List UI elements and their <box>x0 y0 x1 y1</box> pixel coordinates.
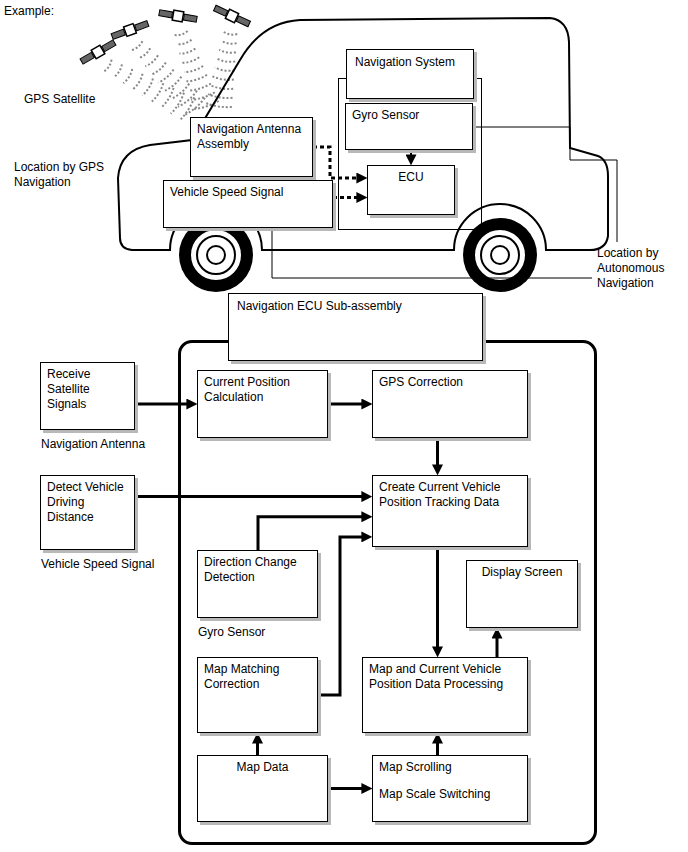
box-text: Detect Vehicle Driving Distance <box>47 480 128 525</box>
signal-wave <box>179 48 195 53</box>
flow-arrow <box>410 150 412 161</box>
process-box: Map Data <box>197 755 328 822</box>
signal-wave <box>222 41 237 44</box>
process-box: Map ScrollingMap Scale Switching <box>372 755 528 822</box>
signal-wave <box>224 32 237 35</box>
system-boundary: Navigation SystemGyro SensorECU <box>338 78 482 230</box>
box-text: ECU <box>374 170 448 185</box>
flow-arrow <box>328 787 368 790</box>
signal-wave <box>182 57 200 63</box>
signal-wave <box>184 66 203 72</box>
box-text: Gyro Sensor <box>352 108 466 123</box>
process-box: Display Screen <box>466 560 578 628</box>
box-text: Current Position Calculation <box>204 375 321 405</box>
signal-wave <box>172 84 190 99</box>
satellite-symbol <box>110 19 149 41</box>
signal-wave <box>132 41 142 50</box>
box-caption: Navigation Antenna <box>41 437 145 452</box>
signal-wave <box>186 75 207 82</box>
signal-wave <box>139 48 151 58</box>
box-text: Receive Satellite Signals <box>47 367 128 412</box>
satellite-symbol <box>158 8 197 24</box>
leader-line <box>473 127 617 242</box>
heading-text: Navigation ECU Sub-assembly <box>237 299 402 313</box>
signal-wave <box>114 64 122 77</box>
signal-wave <box>104 60 111 72</box>
flow-arrow <box>258 517 368 550</box>
box-text: Create Current Vehicle Position Tracking… <box>379 480 521 510</box>
process-box: Receive Satellite SignalsNavigation Ante… <box>40 362 135 430</box>
signal-wave <box>165 77 181 91</box>
flow-arrow <box>135 403 193 406</box>
annotation-label: Location by Autonomous Navigation <box>597 246 681 291</box>
box-text: Map Scale Switching <box>379 787 521 802</box>
flow-arrow <box>496 632 499 657</box>
process-box: Navigation Antenna Assembly <box>190 117 313 177</box>
signal-wave <box>219 50 236 53</box>
gps-satellites <box>79 3 251 119</box>
signal-wave <box>133 74 143 90</box>
box-caption: Vehicle Speed Signal <box>41 557 154 572</box>
box-text: Map Scrolling <box>379 760 521 775</box>
system-boundary: Navigation ECU Sub-assemblyCurrent Posit… <box>178 340 597 845</box>
process-box: GPS Correction <box>372 370 528 438</box>
signal-wave <box>152 83 163 101</box>
annotation-label: GPS Satellite <box>24 92 134 107</box>
signal-wave <box>123 69 132 83</box>
signal-wave <box>215 68 235 71</box>
annotation-label: Example: <box>4 4 124 19</box>
signal-wave <box>217 59 235 62</box>
flow-arrow <box>436 547 439 653</box>
process-box: ECU <box>367 165 455 215</box>
satellite-symbol <box>213 3 252 28</box>
box-text: Display Screen <box>473 565 571 580</box>
flow-arrow <box>436 438 439 471</box>
flow-arrow <box>135 495 368 498</box>
heading-text: Navigation System <box>355 55 455 69</box>
signal-wave <box>158 69 173 82</box>
process-box: Detect Vehicle Driving DistanceVehicle S… <box>40 475 135 550</box>
signal-wave <box>145 55 158 66</box>
box-text: Vehicle Speed Signal <box>170 185 326 200</box>
process-box: Gyro Sensor <box>345 103 473 150</box>
signal-wave <box>152 62 166 74</box>
process-box: Current Position Calculation <box>197 370 328 438</box>
box-caption: Gyro Sensor <box>198 625 265 640</box>
process-box: Map Matching Correction <box>197 657 318 733</box>
box-text: Navigation Antenna Assembly <box>197 122 306 152</box>
annotation-label: Location by GPS Navigation <box>14 160 114 190</box>
box-text: GPS Correction <box>379 375 521 390</box>
flow-arrow <box>436 737 439 755</box>
front-wheel <box>179 218 253 292</box>
signal-wave <box>210 85 233 89</box>
flow-arrow <box>318 537 368 695</box>
box-text: Direction Change Detection <box>204 555 311 585</box>
box-text: Map and Current Vehicle Position Data Pr… <box>369 662 521 692</box>
box-text: Map Data <box>204 760 321 775</box>
process-box: Create Current Vehicle Position Tracking… <box>372 475 528 547</box>
signal-wave <box>175 31 188 35</box>
signal-wave <box>206 103 232 107</box>
car-body <box>118 18 608 250</box>
process-box: Vehicle Speed Signal <box>163 180 333 228</box>
leader-line <box>272 228 592 278</box>
signal-wave <box>189 83 211 90</box>
box-text: Map Matching Correction <box>204 662 311 692</box>
navigation-system-housing <box>338 78 482 230</box>
heading-box: Navigation ECU Sub-assembly <box>228 293 483 361</box>
heading-box: Navigation System <box>346 49 474 99</box>
signal-wave <box>142 79 153 96</box>
process-box: Direction Change DetectionGyro Sensor <box>197 550 318 618</box>
signal-wave <box>161 88 173 108</box>
flow-arrow <box>328 403 368 406</box>
flow-arrow <box>256 737 259 755</box>
signal-wave <box>177 40 191 45</box>
process-box: Map and Current Vehicle Position Data Pr… <box>362 657 528 733</box>
